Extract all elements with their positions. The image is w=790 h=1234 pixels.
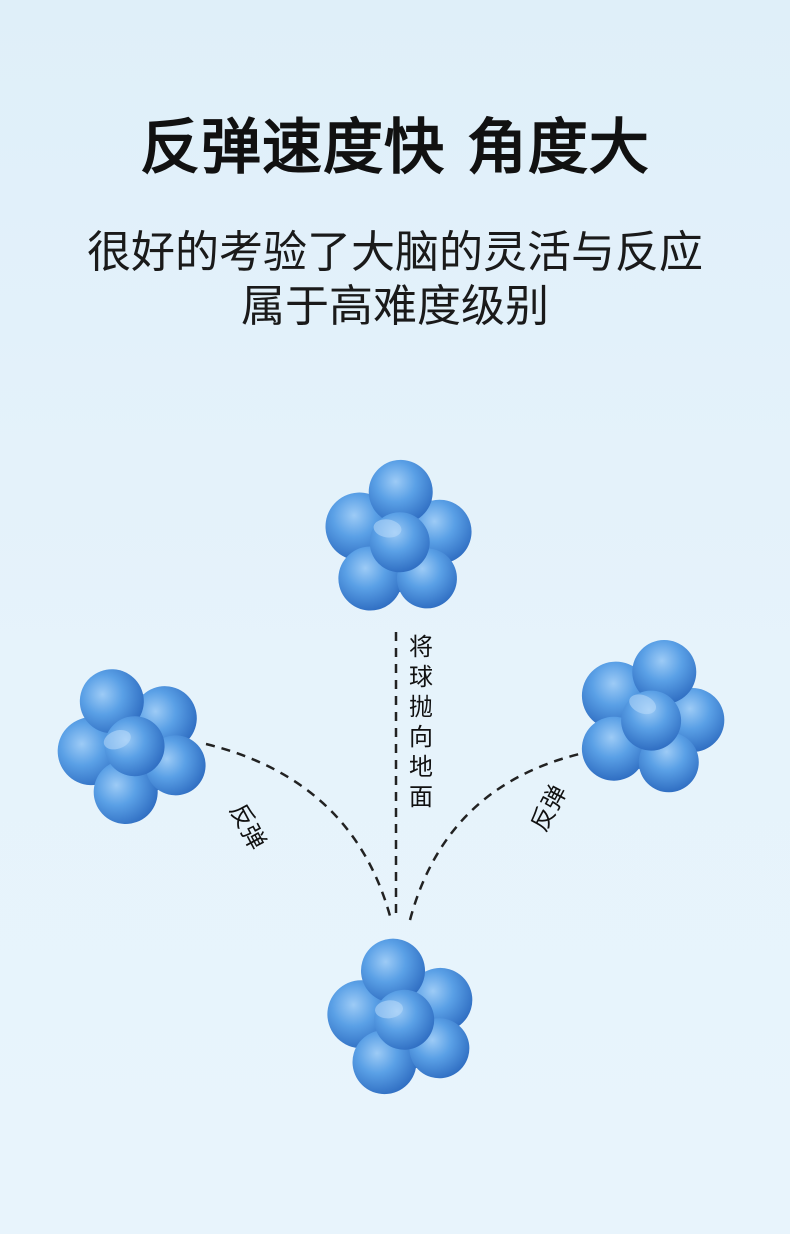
- throw-to-ground-label: 将 球 抛 向 地 面: [409, 633, 433, 811]
- description: 很好的考验了大脑的灵活与反应 属于高难度级别: [0, 226, 790, 334]
- headline: 反弹速度快 角度大: [140, 113, 650, 183]
- reaction-ball-bottom: [320, 930, 482, 1100]
- description-line-2: 属于高难度级别: [241, 281, 549, 332]
- reaction-ball-top: [314, 450, 481, 624]
- description-line-1: 很好的考验了大脑的灵活与反应: [87, 227, 703, 278]
- right-bounce-path: [408, 748, 599, 921]
- left-bounce-path: [205, 742, 392, 917]
- reaction-ball-right: [553, 616, 747, 814]
- reaction-ball-left: [35, 645, 225, 840]
